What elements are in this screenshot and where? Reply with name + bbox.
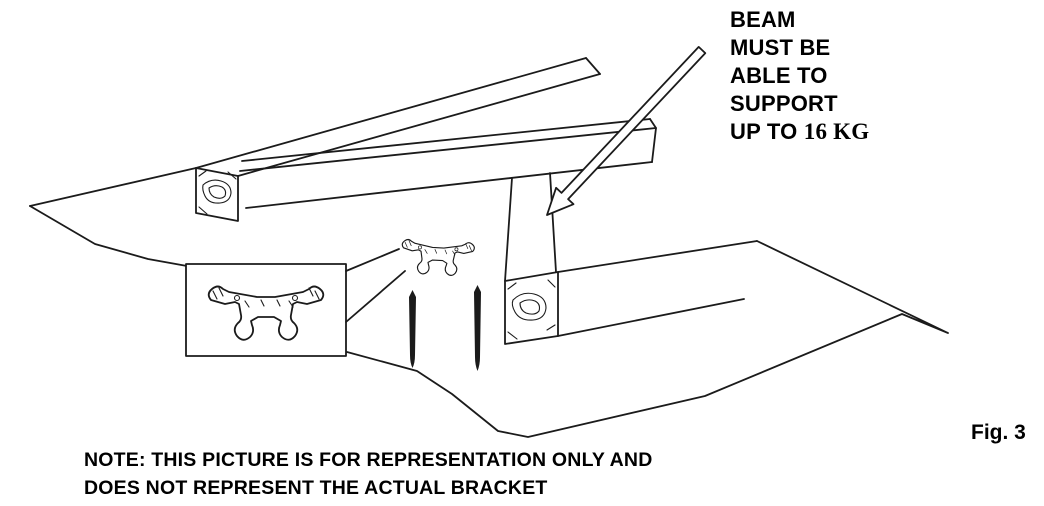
cross-beam: [504, 172, 557, 282]
bracket-illustration: [400, 238, 476, 278]
callout-weight-prefix: UP TO: [730, 119, 804, 144]
ceiling-outline: [29, 167, 949, 438]
note-line: NOTE: THIS PICTURE IS FOR REPRESENTATION…: [84, 449, 653, 471]
far-joist-beam: [195, 57, 601, 222]
zoom-callout-lines: [345, 248, 406, 323]
beam-pointer-arrow: [546, 46, 707, 216]
screw-icon: [409, 290, 416, 368]
callout-weight-value: 16 KG: [803, 119, 870, 144]
callout-line: ABLE TO: [730, 63, 828, 88]
figure-label: Fig. 3: [971, 421, 1026, 444]
right-beam: [504, 240, 758, 345]
note-text: NOTE: THIS PICTURE IS FOR REPRESENTATION…: [84, 446, 652, 502]
screw-icon: [474, 285, 481, 371]
wood-grain-right: [507, 279, 556, 340]
callout-line: MUST BE: [730, 35, 831, 60]
inset-box: [185, 263, 347, 357]
note-line: DOES NOT REPRESENT THE ACTUAL BRACKET: [84, 477, 548, 499]
callout-line: UP TO 16 KG: [730, 118, 869, 146]
callout-line: BEAM: [730, 7, 796, 32]
wood-grain-left: [198, 170, 237, 215]
callout-line: SUPPORT: [730, 91, 838, 116]
beam-weight-callout: BEAM MUST BE ABLE TO SUPPORT UP TO 16 KG: [730, 6, 869, 146]
